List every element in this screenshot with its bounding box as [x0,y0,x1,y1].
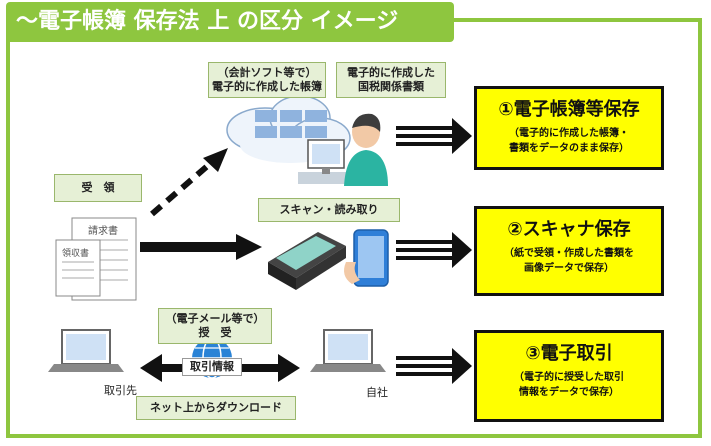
category-box-2: ②スキャナ保存 （紙で受領・作成した書類を画像データで保存） [474,206,664,296]
category-desc-1a: （電子的に作成した帳簿・ [509,128,629,139]
label-email: （電子メール等で）授 受 [158,308,272,344]
invoice-title: 請求書 [88,226,118,237]
document-icon [55,217,137,301]
arrow-row1-icon [396,118,472,154]
solid-arrow-icon [140,234,262,260]
label-transaction-info: 取引情報 [182,358,242,376]
office-worker-icon [298,113,388,186]
label-counterparty: 取引先 [104,384,137,397]
category-desc-2b: 画像データで保存） [524,262,614,274]
category-title-2: ②スキャナ保存 [507,219,631,240]
category-desc-3a: （電子的に授受した取引 [514,372,624,383]
category-box-3: ③電子取引 （電子的に授受した取引情報をデータで保存） [474,330,664,422]
smartphone-icon [344,229,389,287]
label-accounting-line1: （会計ソフト等で） [217,65,317,79]
label-accounting-software: （会計ソフト等で）電子的に作成した帳簿 [208,62,326,98]
label-tax-line2: 国税関係書類 [358,80,424,93]
category-desc-2a: （紙で受領・作成した書類を [504,248,634,259]
arrow-row3-icon [396,348,472,384]
category-title-3: ③電子取引 [525,343,613,364]
receipt-title: 領収書 [62,249,90,259]
category-box-1: ①電子帳簿等保存 （電子的に作成した帳簿・書類をデータのまま保存） [474,86,664,170]
arrow-row2-icon [396,232,472,268]
category-title-1: ①電子帳簿等保存 [498,99,640,120]
laptop-right-icon [310,329,386,372]
label-tax-documents: 電子的に作成した国税関係書類 [336,62,446,98]
label-received: 受 領 [54,174,142,202]
label-own-company: 自社 [366,386,388,399]
category-desc-3b: 情報をデータで保存） [519,386,619,398]
cloud-icon [226,95,351,163]
label-email-line1: （電子メール等で） [165,311,265,325]
laptop-left-icon [48,329,124,372]
label-tax-line1: 電子的に作成した [347,65,435,79]
label-download: ネット上からダウンロード [136,396,296,420]
scanner-icon [268,232,346,290]
label-email-line2: 授 受 [198,326,232,339]
page-title: ～電子帳簿 保存法 上 の区分 イメージ [6,2,454,42]
label-scan: スキャン・読み取り [258,198,400,222]
label-accounting-line2: 電子的に作成した帳簿 [212,80,322,93]
dashed-arrow-icon [150,148,228,217]
category-desc-1b: 書類をデータのまま保存） [509,142,629,154]
